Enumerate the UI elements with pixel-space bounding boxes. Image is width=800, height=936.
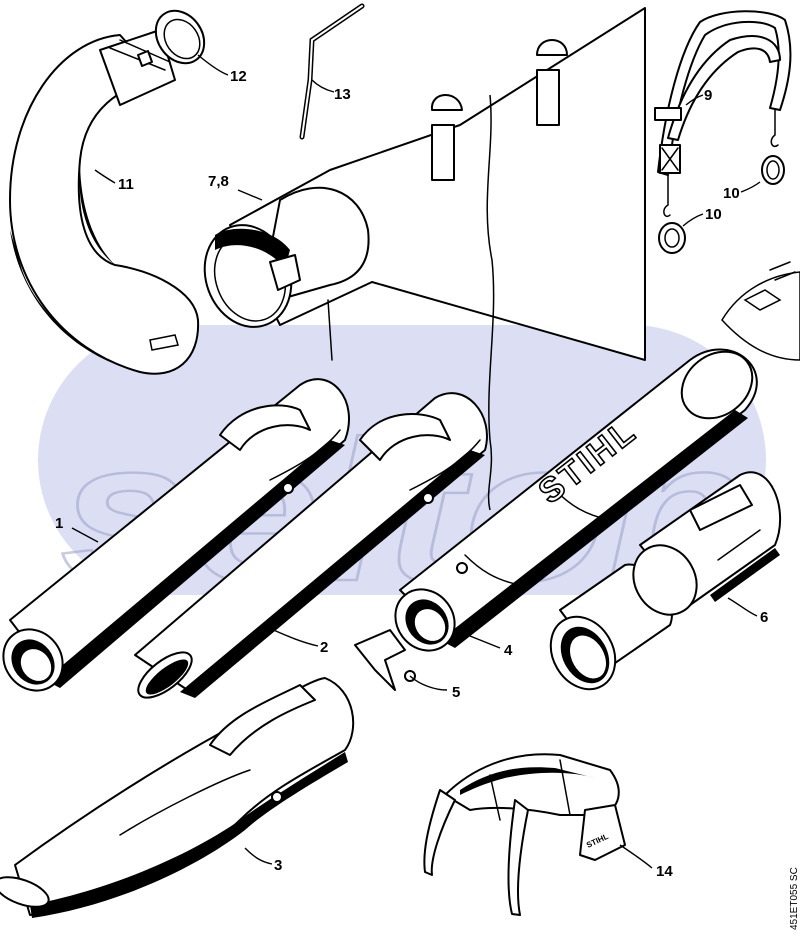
callout-5: 5	[452, 684, 460, 701]
part-12-ring	[154, 9, 206, 65]
callout-12: 12	[230, 68, 247, 85]
callout-10-upper: 10	[723, 185, 740, 202]
callout-13: 13	[334, 86, 351, 103]
part-9-harness-strap	[654, 10, 792, 217]
callout-7-8: 7,8	[208, 173, 229, 190]
callout-14: 14	[656, 863, 673, 880]
part-10-rings	[658, 155, 785, 254]
leader-lines	[71, 54, 761, 869]
part-1-round-tube	[2, 378, 350, 692]
part-11-elbow-hose	[9, 29, 200, 375]
callout-3: 3	[274, 857, 282, 874]
drawing-reference-code: 451ET055 SC	[789, 867, 800, 930]
blower-housing-fragment	[721, 261, 800, 361]
callout-2: 2	[320, 639, 328, 656]
part-14-safety-glasses: STIHL	[423, 753, 626, 916]
callout-11: 11	[118, 176, 134, 193]
part-13-hex-key	[299, 3, 365, 140]
callout-6: 6	[760, 609, 768, 626]
callout-4: 4	[504, 642, 513, 659]
part-3-curved-nozzle	[0, 677, 355, 918]
hang-loops	[430, 39, 568, 181]
callout-labels: 1 2 3 4 5 6 7,8 9 10 10 11 12 13 14	[55, 68, 768, 880]
callout-10-lower: 10	[705, 206, 722, 223]
part-6-tube-segment	[549, 471, 782, 691]
callout-1: 1	[55, 515, 63, 532]
part-5-deflector	[354, 629, 416, 691]
part-2-flat-nozzle	[134, 392, 488, 699]
callout-9: 9	[704, 87, 712, 104]
